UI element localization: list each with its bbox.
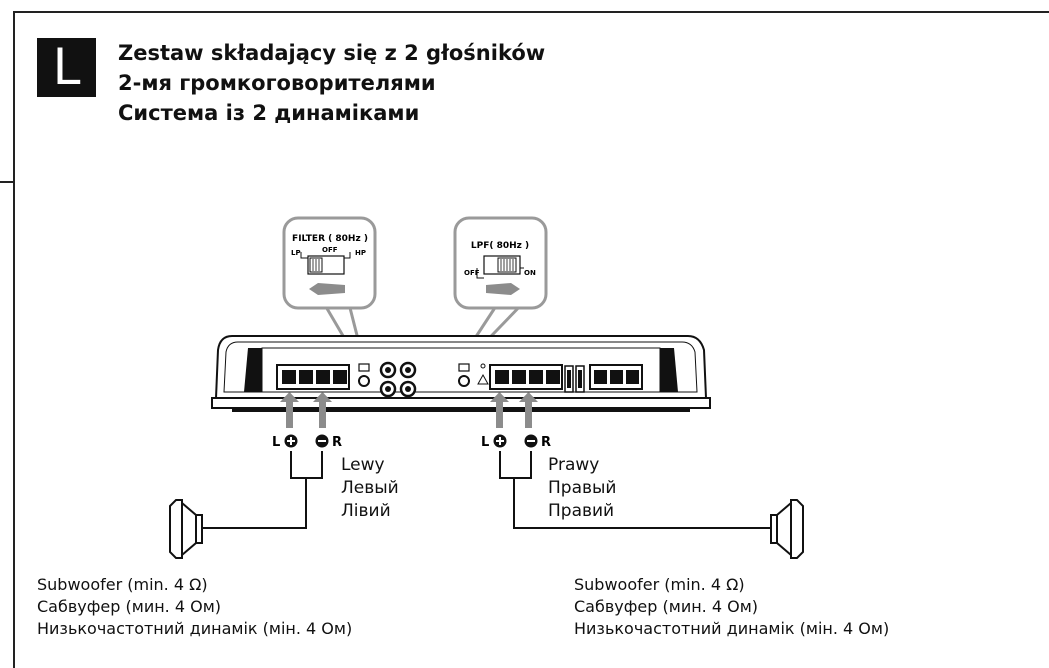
title-line-uk: Система із 2 динаміками (118, 101, 420, 125)
power-led (480, 363, 486, 369)
subwoofer-right-caption: Subwoofer (min. 4 Ω) Сабвуфер (мин. 4 Ом… (574, 574, 889, 640)
left-channel-uk: Лівий (341, 501, 391, 521)
title-line-ru: 2-мя громкоговорителями (118, 71, 436, 95)
filter-lp-label: LP (291, 249, 301, 257)
left-terminal-block (276, 364, 350, 390)
right-wire (499, 451, 771, 529)
subwoofer-left-caption: Subwoofer (min. 4 Ω) Сабвуфер (мин. 4 Ом… (37, 574, 352, 640)
subwoofer-left-ru: Сабвуфер (мин. 4 Ом) (37, 597, 222, 616)
terminal-l-right: L (481, 435, 489, 450)
power-terminal-block (589, 364, 643, 390)
lpf-slide-arrow (486, 283, 520, 295)
lpf-off-label: OFF (464, 269, 480, 277)
lpf-on-label: ON (524, 269, 536, 277)
filter-title: FILTER ( 80Hz ) (292, 234, 368, 244)
right-channel-pl: Prawy (548, 455, 600, 475)
terminal-l-left: L (272, 435, 280, 450)
left-subwoofer (169, 499, 203, 559)
right-subwoofer (770, 499, 804, 559)
filter-slide-arrow (309, 283, 345, 295)
left-channel-pl: Lewy (341, 455, 385, 475)
left-wire (198, 451, 307, 529)
terminal-r-right: R (541, 435, 551, 450)
filter-hp-label: HP (355, 249, 366, 257)
lpf-switch-mini (458, 363, 470, 372)
gain-knob-right (458, 375, 470, 387)
right-terminal-block (489, 364, 563, 390)
terminal-r-left: R (332, 435, 342, 450)
section-badge: L (37, 38, 96, 97)
section-title: Zestaw składający się z 2 głośników 2-мя… (118, 38, 545, 128)
right-channel-ru: Правый (548, 478, 617, 498)
lpf-title: LPF( 80Hz ) (471, 241, 529, 251)
page-frame-tick (0, 181, 13, 183)
subwoofer-left-uk: Низькочастотний динамік (мін. 4 Ом) (37, 619, 353, 638)
gain-knob-left (358, 375, 370, 387)
right-channel-label: Prawy Правый Правий (548, 454, 616, 523)
subwoofer-right-pl: Subwoofer (min. 4 Ω) (574, 575, 745, 594)
warning-icon (477, 373, 489, 385)
filter-off-label: OFF (322, 246, 338, 254)
left-channel-ru: Левый (341, 478, 399, 498)
right-channel-uk: Правий (548, 501, 615, 521)
filter-switch-mini (358, 363, 370, 372)
subwoofer-right-uk: Низькочастотний динамік (мін. 4 Ом) (574, 619, 890, 638)
page-frame-left (13, 11, 15, 668)
subwoofer-left-pl: Subwoofer (min. 4 Ω) (37, 575, 208, 594)
title-line-pl: Zestaw składający się z 2 głośników (118, 41, 546, 65)
subwoofer-right-ru: Сабвуфер (мин. 4 Ом) (574, 597, 759, 616)
left-channel-label: Lewy Левый Лівий (341, 454, 399, 523)
page-frame-top (13, 0, 1049, 13)
